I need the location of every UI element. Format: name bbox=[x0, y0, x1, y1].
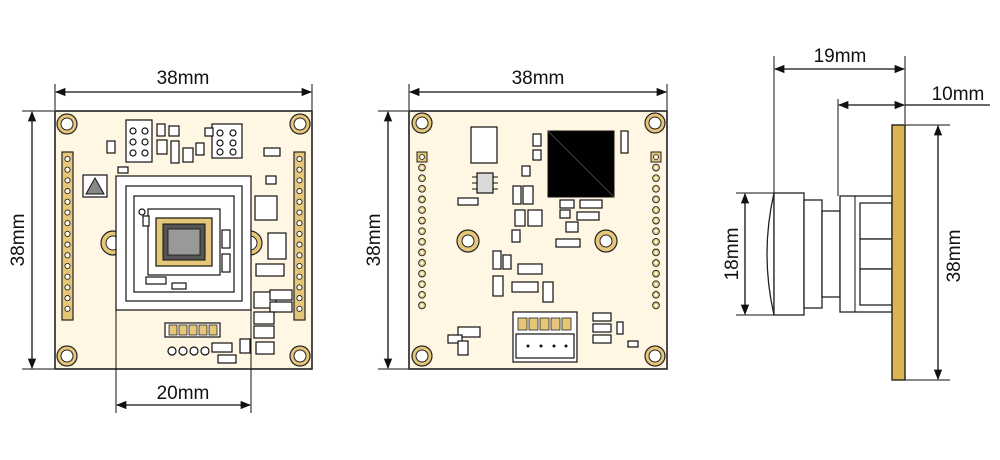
pin-hole bbox=[420, 293, 424, 297]
pin-pad bbox=[296, 198, 303, 205]
pin-pad bbox=[296, 273, 303, 280]
pin-hole bbox=[654, 293, 658, 297]
pin-pad bbox=[296, 295, 303, 302]
pin-pad bbox=[296, 177, 303, 184]
pin-pad bbox=[64, 284, 71, 291]
side-lens-diameter-dimension: 18mm bbox=[722, 192, 774, 316]
pin-pad bbox=[296, 252, 303, 259]
pin-pad bbox=[296, 188, 303, 195]
pin-pad bbox=[64, 188, 71, 195]
pin-pad bbox=[64, 198, 71, 205]
pin-pad bbox=[296, 262, 303, 270]
front-lens-mount-dimension: 20mm bbox=[115, 310, 252, 413]
back-width-label: 38mm bbox=[512, 68, 565, 89]
pin-hole bbox=[420, 208, 424, 212]
pin-hole bbox=[420, 282, 424, 286]
pin-pad bbox=[296, 241, 303, 248]
side-board-height-label: 38mm bbox=[944, 230, 965, 283]
pin-hole bbox=[420, 240, 424, 244]
side-pcb-board bbox=[891, 124, 906, 381]
pin-pad bbox=[64, 220, 71, 227]
pin-hole bbox=[420, 187, 424, 191]
side-view: 19mm 10mm 38mm 18mm bbox=[722, 46, 990, 381]
pin-hole bbox=[420, 219, 424, 223]
pin-hole bbox=[654, 251, 658, 254]
pin-pad bbox=[296, 220, 303, 227]
pin-pad bbox=[296, 305, 303, 312]
side-board-height-dimension: 38mm bbox=[905, 124, 965, 381]
back-view: 38mm 38mm bbox=[364, 68, 668, 370]
back-processor-chip bbox=[547, 130, 615, 198]
front-lens-mount-label: 20mm bbox=[157, 383, 210, 404]
pin-hole bbox=[654, 304, 658, 307]
pin-hole bbox=[420, 198, 424, 201]
front-bottom-components bbox=[164, 289, 293, 364]
front-height-dimension: 38mm bbox=[8, 110, 54, 370]
pin-hole bbox=[654, 240, 658, 244]
pin-pad bbox=[64, 155, 71, 163]
side-lens-diameter-label: 18mm bbox=[722, 228, 743, 281]
pin-hole bbox=[420, 229, 424, 233]
back-height-dimension: 38mm bbox=[364, 110, 408, 370]
front-right-pin-header bbox=[293, 151, 306, 321]
front-width-label: 38mm bbox=[157, 68, 210, 89]
pin-hole bbox=[654, 229, 658, 233]
back-components bbox=[447, 126, 639, 363]
pin-hole bbox=[654, 282, 658, 286]
pin-hole bbox=[654, 208, 658, 212]
pin-pad bbox=[64, 230, 71, 237]
pin-hole bbox=[654, 166, 658, 170]
pin-hole bbox=[654, 219, 658, 223]
pin-hole bbox=[420, 176, 424, 180]
pin-hole bbox=[654, 198, 658, 201]
back-height-label: 38mm bbox=[364, 214, 385, 267]
pin-pad bbox=[64, 273, 71, 280]
pin-pad bbox=[64, 166, 71, 173]
side-total-depth-dimension: 19mm bbox=[773, 46, 906, 193]
pin-hole bbox=[654, 272, 658, 275]
pin-pad bbox=[296, 230, 303, 237]
back-width-dimension: 38mm bbox=[408, 68, 668, 110]
pin-pad bbox=[64, 177, 71, 184]
pin-hole bbox=[654, 187, 658, 191]
pin-hole bbox=[654, 176, 658, 180]
front-width-dimension: 38mm bbox=[54, 68, 313, 110]
pin-pad bbox=[653, 154, 659, 160]
pin-pad bbox=[64, 295, 71, 302]
front-top-components bbox=[82, 119, 287, 277]
back-mounting-holes bbox=[411, 112, 666, 367]
pin-hole bbox=[654, 261, 658, 265]
pin-pad bbox=[64, 241, 71, 248]
side-total-depth-label: 19mm bbox=[814, 46, 867, 67]
front-height-label: 38mm bbox=[8, 214, 29, 267]
pin-pad bbox=[296, 166, 303, 173]
pin-hole bbox=[420, 166, 424, 170]
pin-pad bbox=[64, 305, 71, 312]
pin-pad bbox=[64, 262, 71, 270]
side-lens-assembly bbox=[766, 192, 893, 316]
pin-pad bbox=[64, 252, 71, 259]
pin-pad bbox=[296, 155, 303, 163]
back-left-pin-header bbox=[416, 151, 428, 310]
front-left-pin-header bbox=[61, 151, 74, 321]
pin-pad bbox=[419, 154, 425, 160]
pin-pad bbox=[296, 209, 303, 216]
pin-hole bbox=[420, 304, 424, 307]
pin-hole bbox=[420, 251, 424, 254]
front-view: 38mm 38mm bbox=[8, 68, 313, 413]
pin-hole bbox=[420, 272, 424, 275]
side-lens-depth-dimension: 10mm bbox=[837, 84, 990, 196]
pin-pad bbox=[296, 284, 303, 291]
pin-hole bbox=[420, 261, 424, 265]
front-lens-mount bbox=[115, 175, 252, 311]
pin-pad bbox=[64, 209, 71, 216]
back-right-pin-header bbox=[650, 151, 662, 310]
side-lens-depth-label: 10mm bbox=[932, 84, 985, 105]
